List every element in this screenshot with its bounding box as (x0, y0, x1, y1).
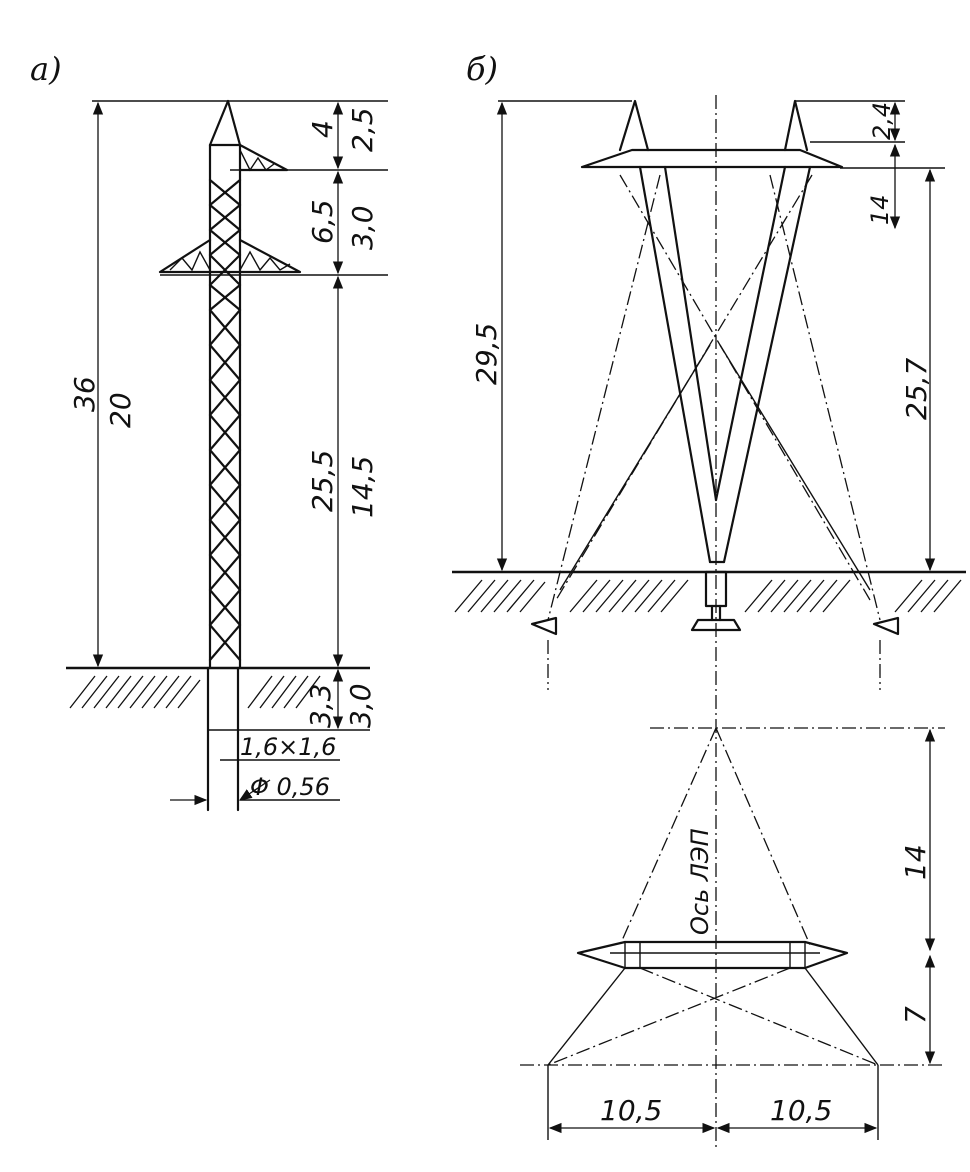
plan-axis-label: Ось ЛЭП (686, 828, 714, 935)
figure-b: б) (452, 50, 966, 1150)
dim-plan-left-label: 10,5 (600, 1094, 662, 1127)
dim-lower-1: 25,5 (306, 450, 339, 512)
upper-crossarm (238, 143, 289, 172)
dim-total-height-2: 20 (104, 392, 137, 428)
dim-cross-gap-b-label: 14 (866, 194, 894, 225)
guy-wires (547, 174, 881, 621)
v-tower (580, 99, 844, 564)
dim-depth-1: 3,3 (304, 683, 337, 728)
figure-b-label: б) (466, 50, 498, 88)
ground-hatch-a (69, 675, 321, 709)
lattice-tower (208, 99, 242, 670)
dim-diameter-right-arrow (238, 779, 271, 801)
dim-top-gap-b-label: 2,4 (868, 102, 896, 140)
dim-plan-right-label: 10,5 (770, 1094, 832, 1127)
ground-hatch-b (454, 579, 962, 613)
dim-top-1: 4 (306, 120, 339, 138)
figure-a: а) (30, 50, 388, 812)
dim-base-size: 1,6×1,6 (240, 733, 336, 761)
dim-mid-2: 3,0 (346, 205, 379, 250)
dim-total-height-1: 36 (68, 376, 101, 412)
dim-plan-back-label: 7 (899, 1006, 932, 1024)
center-foundation (690, 570, 742, 632)
dim-mid-1: 6,5 (306, 199, 339, 244)
foundation-a (206, 666, 370, 812)
dim-depth-2: 3,0 (344, 683, 377, 728)
dim-leg-height-b-label: 25,7 (900, 357, 933, 420)
plan-crossbeam (576, 940, 849, 970)
dim-diameter: Φ 0,56 (250, 773, 330, 801)
figure-a-label: а) (30, 50, 62, 88)
right-anchor (872, 616, 900, 636)
left-anchor (530, 616, 558, 636)
lower-crossarm (158, 238, 302, 274)
dim-total-height-b-label: 29,5 (470, 323, 503, 385)
dim-plan-front-label: 14 (899, 844, 932, 880)
dim-lower-2: 14,5 (346, 456, 379, 518)
plan-view: Ось ЛЭП 14 7 10,5 10,5 (520, 727, 945, 1140)
dim-top-2: 2,5 (346, 107, 379, 152)
